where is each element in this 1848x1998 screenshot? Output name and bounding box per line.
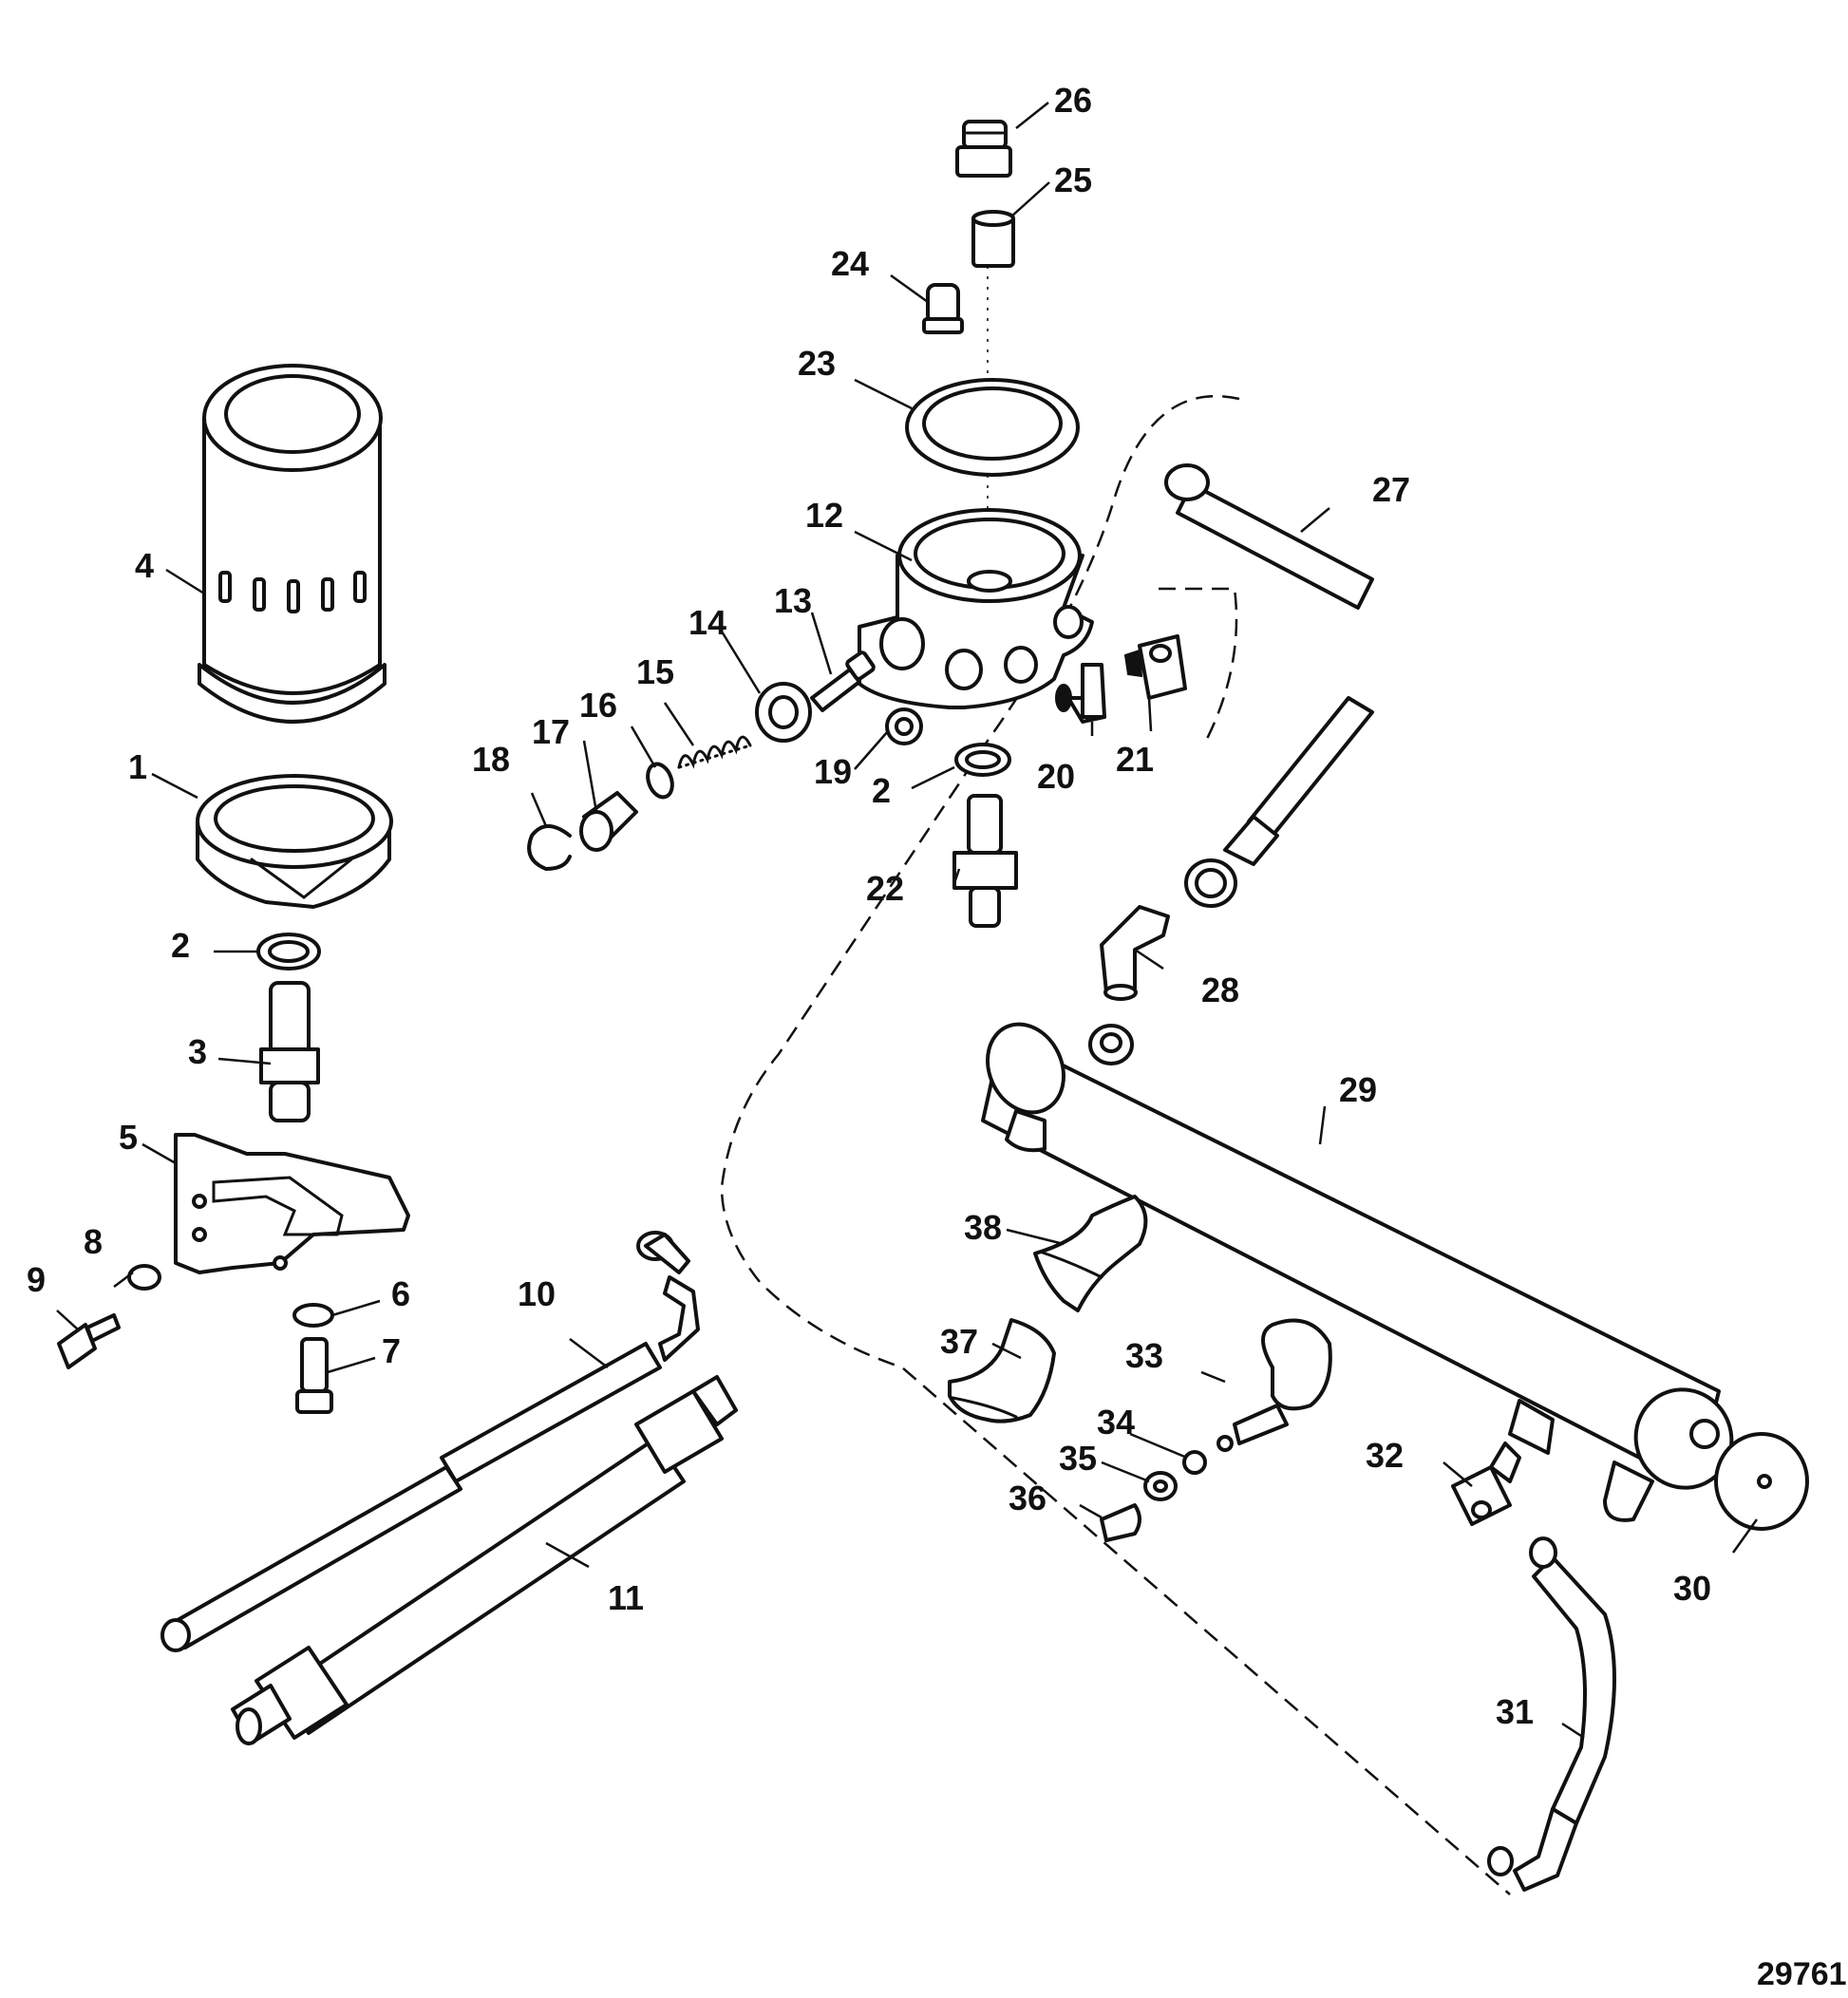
callout-1: 1 (128, 747, 147, 786)
callout-17: 17 (532, 712, 570, 751)
part-10-hose (160, 1231, 700, 1652)
callout-35: 35 (1059, 1439, 1097, 1478)
callout-5: 5 (119, 1118, 138, 1157)
part-17-valve (579, 791, 638, 852)
part-22-nipple (952, 794, 1018, 928)
callout-32: 32 (1366, 1436, 1404, 1475)
part-19-nut (885, 707, 923, 745)
part-21-tee (1123, 634, 1187, 700)
part-9-bolt (57, 1313, 121, 1369)
callout-25: 25 (1054, 160, 1092, 199)
part-7-screw (295, 1337, 333, 1414)
part-15-spring (677, 735, 752, 769)
part-4-oil-filter (198, 364, 387, 724)
callout-10: 10 (518, 1274, 556, 1313)
callout-2-lower: 2 (171, 926, 190, 965)
part-35-nut (1143, 1471, 1178, 1501)
part-12-adapter-body (858, 508, 1094, 709)
drawing-number: 29761 (1757, 1956, 1847, 1992)
callout-36: 36 (1009, 1479, 1047, 1517)
callout-16: 16 (579, 686, 617, 725)
part-1-filter-adapter (196, 774, 393, 909)
part-36-clip (1100, 1503, 1141, 1542)
part-3-nipple (259, 981, 320, 1122)
callout-30: 30 (1673, 1569, 1711, 1608)
part-6-washer (292, 1303, 334, 1328)
callout-9: 9 (27, 1260, 46, 1299)
callout-7: 7 (382, 1331, 401, 1370)
callout-22: 22 (866, 869, 904, 908)
callout-4: 4 (135, 546, 154, 585)
part-33-hose-clamp (1216, 1318, 1332, 1452)
callout-15: 15 (636, 652, 674, 691)
part-25-sleeve (971, 210, 1015, 268)
callout-37: 37 (940, 1322, 978, 1361)
leader-lines (56, 102, 1759, 1740)
callout-20: 20 (1037, 757, 1075, 796)
part-32-fitting (1451, 1442, 1521, 1526)
callout-13: 13 (774, 581, 812, 620)
callout-31: 31 (1496, 1692, 1534, 1731)
callout-18: 18 (472, 740, 510, 779)
part-2-washer-lower (256, 933, 321, 971)
part-26-fitting (955, 120, 1012, 178)
callout-6: 6 (391, 1274, 410, 1313)
part-18-retaining-ring (527, 824, 572, 871)
part-20-elbow (1055, 663, 1106, 724)
callout-23: 23 (798, 344, 836, 383)
callout-14: 14 (688, 603, 726, 642)
part-34-washer (1182, 1450, 1207, 1475)
part-13-pin (810, 650, 876, 712)
callout-29: 29 (1339, 1070, 1377, 1109)
part-8-washer (127, 1264, 161, 1291)
dashed-route-branch (1159, 587, 1238, 742)
callout-26: 26 (1054, 81, 1092, 120)
callout-27: 27 (1372, 470, 1410, 509)
part-38-saddle (1033, 1195, 1148, 1312)
callout-21: 21 (1116, 740, 1154, 779)
callout-28: 28 (1201, 971, 1239, 1009)
part-37-saddle (948, 1318, 1056, 1423)
callout-11: 11 (608, 1578, 644, 1617)
part-11-hose-assembly (231, 1375, 738, 1745)
part-31-tube (1487, 1536, 1616, 1892)
callout-38: 38 (964, 1208, 1002, 1247)
part-2-washer-upper (954, 743, 1011, 777)
part-27-hose (1164, 463, 1374, 908)
callout-19: 19 (814, 752, 852, 791)
callout-24: 24 (831, 244, 869, 283)
part-28-elbow (1100, 905, 1170, 1001)
callout-3: 3 (188, 1032, 207, 1071)
part-29-heat-exchanger (981, 1022, 1734, 1522)
part-30-end-cap (1714, 1432, 1809, 1531)
callout-2-upper: 2 (872, 771, 891, 810)
part-16-o-ring (646, 762, 674, 800)
part-5-bracket (174, 1133, 410, 1274)
part-24-plug (922, 283, 964, 334)
part-23-gasket (905, 378, 1080, 477)
callouts: 26 25 24 23 12 4 1 2 3 5 8 9 6 7 10 11 1… (27, 81, 1711, 1731)
callout-33: 33 (1125, 1336, 1163, 1375)
part-14-seal (755, 682, 812, 743)
callout-34: 34 (1097, 1403, 1135, 1442)
callout-12: 12 (805, 496, 843, 535)
callout-8: 8 (84, 1222, 103, 1261)
dashed-route-upper (720, 394, 1511, 1895)
